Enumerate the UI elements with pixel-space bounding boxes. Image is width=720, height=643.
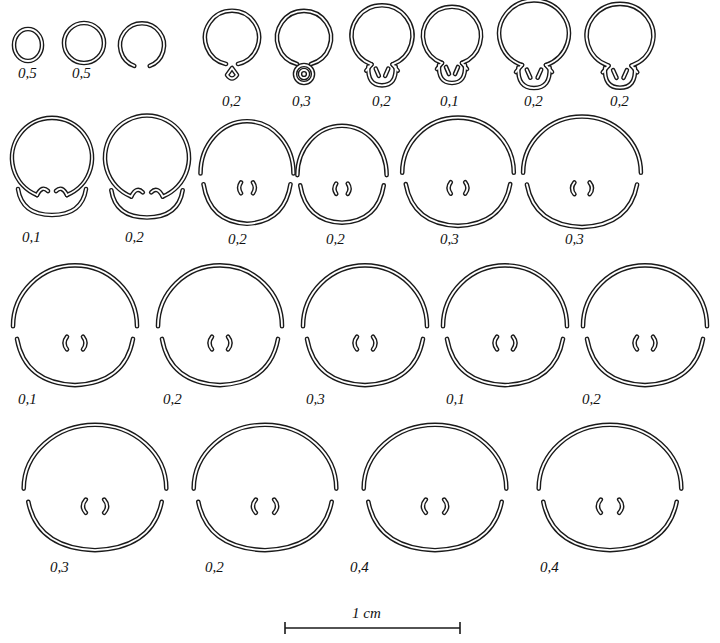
- section-number: 0,2: [326, 232, 345, 247]
- section-number: 0,4: [350, 560, 369, 575]
- section-number: 0,3: [292, 94, 311, 109]
- section-number: 0,2: [222, 94, 241, 109]
- section-number: 0,2: [163, 392, 182, 407]
- section-number: 0,1: [22, 230, 41, 245]
- section-number: 0,2: [125, 230, 144, 245]
- section-number: 0,1: [18, 392, 37, 407]
- section-number: 0,2: [205, 560, 224, 575]
- section-number: 0,5: [18, 66, 37, 81]
- section-number: 0,3: [306, 392, 325, 407]
- section-number: 0,2: [228, 232, 247, 247]
- section-number: 0,3: [50, 560, 69, 575]
- section-number: 0,2: [610, 94, 629, 109]
- section-number: 0,3: [565, 232, 584, 247]
- section-number: 0,5: [72, 66, 91, 81]
- section-number: 0,2: [582, 392, 601, 407]
- section-number: 0,2: [524, 94, 543, 109]
- section-number: 0,2: [372, 94, 391, 109]
- scale-bar: [285, 622, 460, 634]
- section-number: 0,1: [440, 94, 459, 109]
- section-number: 0,4: [540, 560, 559, 575]
- section-number: 0,1: [446, 392, 465, 407]
- scale-label: 1 cm: [352, 606, 381, 621]
- section-number: 0,3: [440, 232, 459, 247]
